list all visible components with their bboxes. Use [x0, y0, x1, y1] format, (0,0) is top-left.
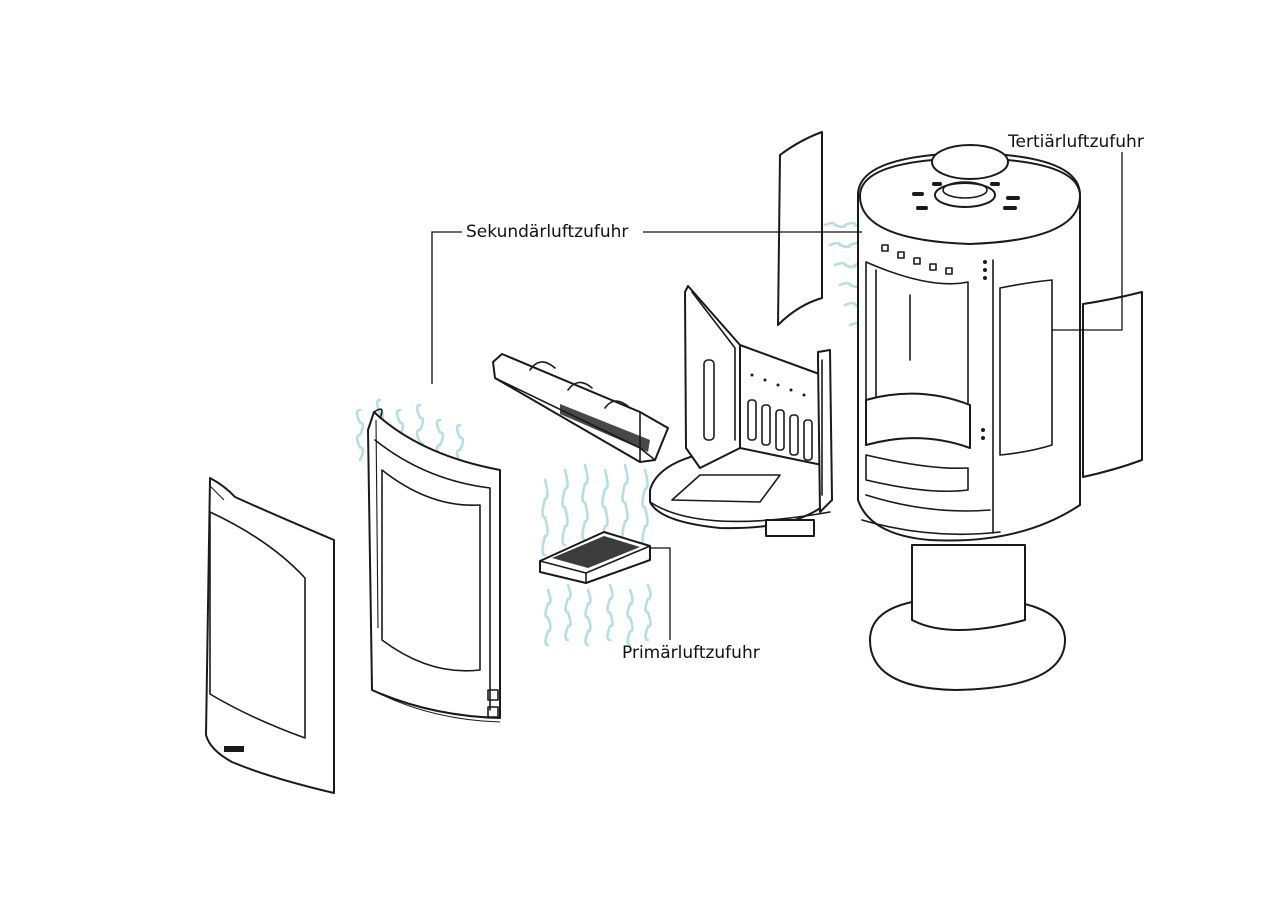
air-wave — [561, 468, 569, 547]
label-tertiary-air: Tertiärluftzufuhr — [1007, 132, 1144, 152]
inner-door-frame — [367, 408, 501, 723]
side-panel-right — [1082, 291, 1143, 478]
air-wave — [641, 468, 649, 547]
brand-logo — [224, 746, 244, 752]
air-wave — [564, 583, 572, 642]
outer-door-panel — [205, 477, 335, 794]
air-wave — [621, 463, 629, 542]
label-primary-air: Primärluftzufuhr — [622, 643, 760, 663]
leader-lines — [431, 152, 1123, 640]
stove-body — [857, 144, 1081, 691]
air-wave — [644, 583, 652, 642]
grate — [539, 531, 651, 584]
air-wave — [541, 478, 549, 557]
firebox-liners — [649, 285, 833, 537]
label-secondary-air: Sekundärluftzufuhr — [466, 222, 628, 242]
air-wave — [584, 588, 592, 647]
side-panel-top — [777, 131, 823, 326]
air-wave — [606, 583, 614, 642]
air-wave — [626, 588, 634, 647]
air-wave — [544, 588, 552, 647]
baffle-plate — [492, 353, 669, 463]
air-wave — [415, 403, 425, 457]
air-wave — [581, 463, 589, 542]
air-wave — [355, 408, 365, 462]
